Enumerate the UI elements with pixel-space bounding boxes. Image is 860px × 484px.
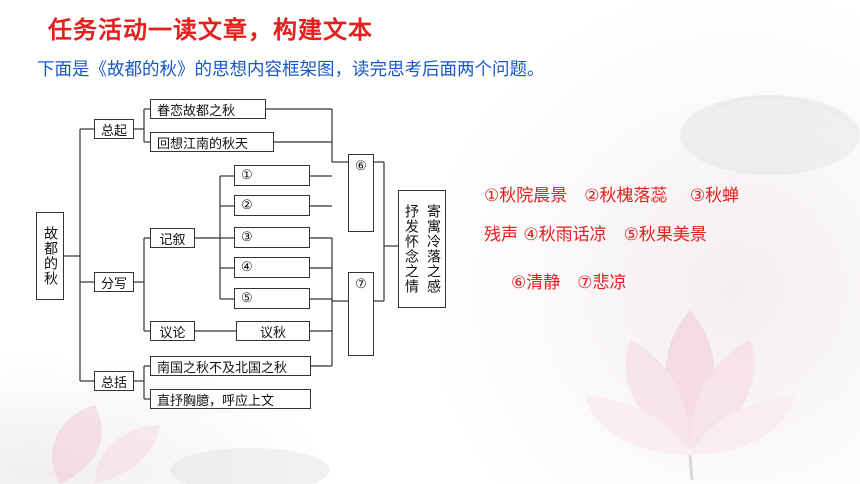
final-right-label: 寄寓冷落之感 (425, 204, 441, 294)
mid-box-6-label: ⑥ (355, 159, 367, 174)
page-title: 任务活动一读文章，构建文本 (48, 16, 373, 44)
answer-line-1: ①秋院晨景 ②秋槐落蕊 ③秋蝉 (484, 186, 740, 206)
final-left-label: 抒发怀念之情 (403, 204, 419, 294)
mid-box-7-label: ⑦ (355, 277, 367, 292)
zongqi-item-2-label: 回想江南的秋天 (157, 136, 249, 152)
lotus-bottom-left-icon (52, 405, 330, 484)
zongkuo-item-1-label: 南国之秋不及北国之秋 (157, 360, 288, 376)
jixu-slot-5: ⑤ (234, 288, 310, 309)
jixu-slot-4-label: ④ (241, 260, 253, 275)
lotus-leaf-icon (680, 95, 860, 175)
zongqi-item-1-label: 眷恋故都之秋 (157, 103, 236, 119)
section-zongkuo-label: 总括 (100, 375, 127, 391)
mid-box-6: ⑥ (348, 154, 374, 232)
jixu-slot-2-label: ② (241, 198, 253, 213)
yilun-item-label: 议秋 (259, 325, 286, 341)
jixu-label: 记叙 (159, 232, 186, 248)
zongqi-item-1: 眷恋故都之秋 (150, 99, 266, 119)
jixu-slot-1: ① (234, 165, 310, 186)
zongkuo-item-2-label: 直抒胸臆，呼应上文 (157, 393, 275, 409)
mid-box-7: ⑦ (348, 272, 374, 356)
jixu-slot-4: ④ (234, 257, 310, 278)
jixu-slot-5-label: ⑤ (241, 291, 253, 306)
jixu-slot-3-label: ③ (241, 230, 253, 245)
instruction-text: 下面是《故都的秋》的思想内容框架图，读完思考后面两个问题。 (37, 60, 545, 80)
section-zongqi-label: 总起 (100, 123, 127, 139)
yilun-label: 议论 (159, 325, 186, 341)
section-fenxie: 分写 (94, 272, 134, 292)
answer-line-3: ⑥清静 ⑦悲凉 (511, 273, 627, 293)
zongqi-item-2: 回想江南的秋天 (150, 132, 274, 152)
lotus-flower-icon (585, 310, 795, 480)
jixu-node: 记叙 (150, 228, 195, 248)
root-label: 故都的秋 (42, 226, 58, 286)
zongkuo-item-2: 直抒胸臆，呼应上文 (150, 389, 311, 409)
section-zongqi: 总起 (94, 119, 134, 139)
zongkuo-item-1: 南国之秋不及北国之秋 (150, 356, 311, 376)
final-box: 寄寓冷落之感 抒发怀念之情 (398, 190, 446, 308)
yilun-item: 议秋 (236, 321, 310, 341)
root-node: 故都的秋 (36, 212, 64, 300)
section-fenxie-label: 分写 (100, 276, 127, 292)
jixu-slot-3: ③ (234, 227, 310, 248)
diagram-connectors (64, 108, 398, 400)
jixu-slot-1-label: ① (241, 168, 253, 183)
jixu-slot-2: ② (234, 195, 310, 216)
answer-line-2: 残声 ④秋雨话凉 ⑤秋果美景 (484, 225, 707, 245)
section-zongkuo: 总括 (94, 371, 134, 391)
yilun-node: 议论 (150, 321, 195, 341)
framework-diagram: 故都的秋 总起 分写 总括 眷恋故都之秋 回想江南的秋天 记叙 议论 ① ② ③… (36, 96, 456, 420)
